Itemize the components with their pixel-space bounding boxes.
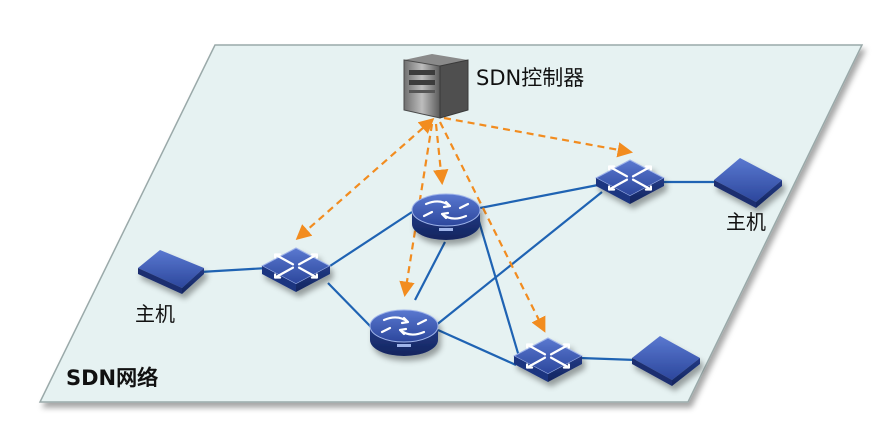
link-routertop-routerbottom (414, 241, 446, 301)
link-routerbottom-switchrt (434, 191, 603, 327)
link-routerbottom-switchrb (437, 328, 517, 367)
host-right-top-label: 主机 (726, 210, 766, 234)
switch-left-icon (260, 247, 332, 292)
switch-right-bottom-icon (512, 337, 584, 382)
network-label: SDN网络 (66, 366, 159, 390)
control-link-switchrb (439, 121, 546, 333)
host-right-bottom-icon (632, 336, 700, 386)
server-icon (403, 54, 469, 119)
link-routertop-switchrt (479, 183, 599, 210)
router-top-icon (411, 193, 481, 240)
host-left-label: 主机 (135, 302, 175, 326)
switch-right-top-icon (594, 159, 666, 204)
link-hostleft-switchleft (199, 266, 269, 274)
controller-label: SDN控制器 (476, 66, 585, 90)
router-bottom-icon (369, 309, 439, 356)
host-right-top-icon (714, 158, 782, 208)
control-link-routertop (433, 123, 449, 186)
host-left-icon (138, 250, 204, 294)
link-switchrb-hostrb (579, 356, 637, 362)
control-link-switchrt (443, 116, 634, 158)
control-link-switchleft (295, 117, 435, 241)
link-switchleft-routerbottom (327, 282, 373, 329)
link-routertop-switchrb (476, 217, 522, 361)
